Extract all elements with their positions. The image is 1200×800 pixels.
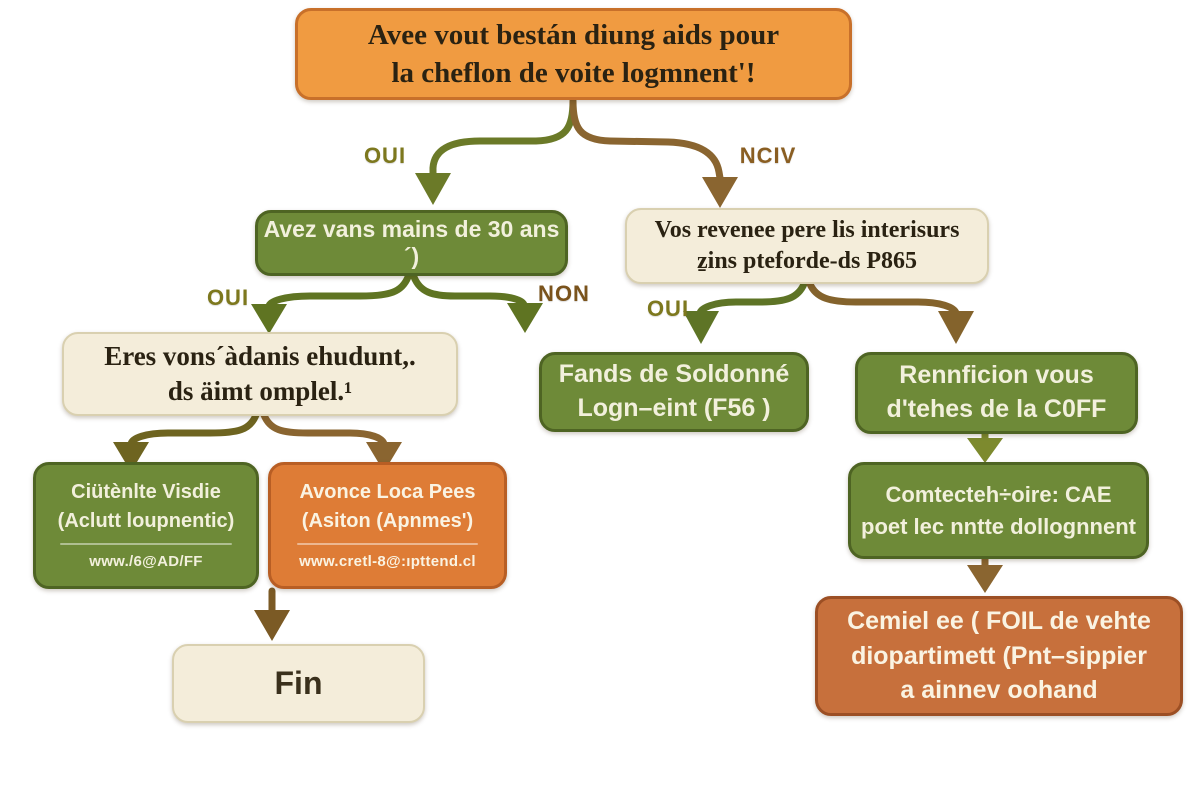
- branch-label-non-level1: NCIV: [739, 143, 797, 168]
- question-student-line2: ds äimt omplel.¹: [167, 376, 353, 406]
- result-ciutenlte-url: www./6@AD/FF: [89, 553, 203, 571]
- root-question-line1: Avee vout bestán diung aids pour: [367, 18, 780, 51]
- edge-age-no: [410, 273, 543, 333]
- branch-label-oui-level3: OUI: [646, 296, 690, 321]
- result-avonce-box: Avonce Loca Pees (Asiton (Apnmes') www.c…: [268, 462, 507, 589]
- edge-revenue-no: [806, 280, 974, 344]
- action-contact-line2: poet lec nntte dollognnent: [861, 513, 1136, 539]
- edge-avonce-fin: [254, 587, 290, 641]
- branch-label-non-level2: NON: [538, 281, 590, 306]
- action-conseil-line3: a ainnev oohand: [900, 676, 1098, 705]
- question-age-text: Avez vans mains de 30 ans´): [263, 216, 560, 269]
- result-rennficion-box: Rennficion vous d'tehes de la C0FF: [855, 352, 1138, 434]
- edge-contact-conseil: [967, 555, 1003, 593]
- end-label: Fin: [274, 665, 323, 701]
- question-age-box: Avez vans mains de 30 ans´): [255, 210, 568, 276]
- result-ciutenlte-line2: (Aclutt loupnentic): [57, 510, 235, 533]
- edge-root-no: [569, 97, 738, 208]
- result-rennficion-line1: Rennficion vous: [899, 361, 1094, 390]
- edge-root-yes: [415, 97, 577, 205]
- edge-age-yes: [251, 273, 412, 334]
- question-revenue-box: Vos revenee pere lis interisurs ẕins pte…: [625, 208, 989, 284]
- result-fands-box: Fands de Soldonné Logn–eint (F56 ): [539, 352, 809, 432]
- result-avonce-line2: (Asiton (Apnmes'): [301, 510, 474, 533]
- result-avonce-line1: Avonce Loca Pees: [299, 481, 476, 504]
- result-rennficion-line2: d'tehes de la C0FF: [886, 395, 1107, 423]
- result-avonce-url: www.cretl-8@:ıpttend.cl: [299, 553, 476, 571]
- edge-rennficion-contact: [967, 429, 1003, 463]
- divider: [296, 543, 479, 546]
- branch-label-oui-level1: OUI: [363, 143, 407, 168]
- question-student-line1: Eres vons´àdanis ehudunt,.: [104, 340, 416, 371]
- edge-revenue-yes: [683, 280, 808, 344]
- question-student-box: Eres vons´àdanis ehudunt,. ds äimt omple…: [62, 332, 458, 416]
- action-conseil-line2: diopartimett (Pnt–sippier: [851, 641, 1147, 670]
- branch-label-oui-level2: OUI: [206, 285, 250, 310]
- action-conseil-line1: Cemiel ee ( FOIL de vehte: [847, 607, 1151, 636]
- action-conseil-box: Cemiel ee ( FOIL de vehte diopartimett (…: [815, 596, 1183, 716]
- root-question-line2: la cheflon de voite logmnent'!: [391, 57, 756, 89]
- question-revenue-line1: Vos revenee pere lis interisurs: [654, 216, 960, 243]
- root-question-box: Avee vout bestán diung aids pour la chef…: [295, 8, 852, 100]
- result-ciutenlte-line1: Ciütènlte Visdie: [71, 481, 221, 504]
- result-fands-line1: Fands de Soldonné: [558, 360, 790, 389]
- divider: [60, 543, 232, 546]
- question-revenue-line2: ẕins pteforde-ds P865: [697, 248, 917, 274]
- result-ciutenlte-box: Ciütènlte Visdie (Aclutt loupnentic) www…: [33, 462, 259, 589]
- edge-student-left: [113, 411, 260, 472]
- action-contact-caf-box: Comtecteh÷oire: CAE poet lec nntte dollo…: [848, 462, 1149, 559]
- result-fands-line2: Logn–eint (F56 ): [577, 394, 771, 422]
- action-contact-line1: Comtecteh÷oire: CAE: [885, 481, 1112, 507]
- end-box: Fin: [172, 644, 425, 723]
- edge-student-right: [260, 411, 402, 472]
